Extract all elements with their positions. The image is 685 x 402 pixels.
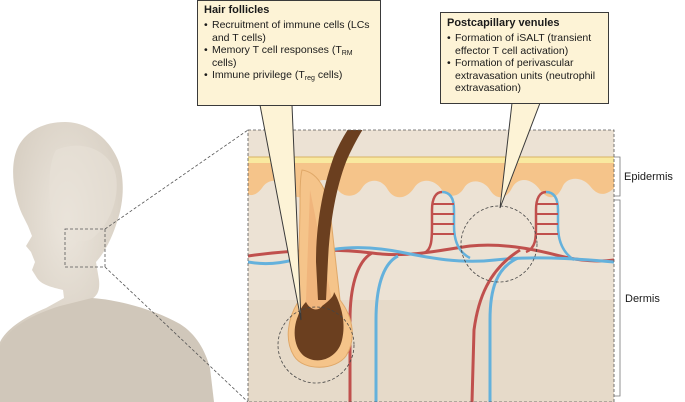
hair-follicles-title: Hair follicles bbox=[204, 4, 270, 16]
epidermis-bracket bbox=[614, 156, 621, 197]
venule-callout-pointer bbox=[499, 102, 541, 209]
capillary-loop-right-venous bbox=[545, 190, 575, 262]
zoom-region bbox=[64, 228, 106, 268]
vein-descending-left bbox=[374, 254, 399, 402]
vein-descending-right bbox=[488, 256, 519, 402]
hair-follicles-item: Recruitment of immune cells (LCs and T c… bbox=[204, 19, 374, 44]
stratum-corneum bbox=[248, 157, 614, 165]
epidermis-label: Epidermis bbox=[624, 171, 673, 183]
hair-follicles-item: Memory T cell responses (TRM cells) bbox=[204, 44, 374, 69]
hair-shaft bbox=[316, 130, 363, 300]
skin-panel-frame bbox=[247, 129, 615, 402]
postcapillary-venules-title: Postcapillary venules bbox=[447, 17, 560, 29]
zoom-line-top bbox=[104, 129, 249, 230]
artery-descending-right bbox=[470, 248, 521, 402]
hair-follicles-item: Immune privilege (Treg cells) bbox=[204, 69, 374, 82]
capillary-loop-right-arterial bbox=[525, 190, 547, 254]
shoulder-silhouette bbox=[0, 298, 214, 402]
dermis-bracket bbox=[614, 199, 621, 397]
postcapillary-venules-list: Formation of iSALT (transient effector T… bbox=[447, 32, 602, 95]
hair-follicles-callout: Hair follicles Recruitment of immune cel… bbox=[197, 0, 381, 106]
postcapillary-venules-callout: Postcapillary venules Formation of iSALT… bbox=[440, 12, 609, 104]
postcapillary-venules-item: Formation of perivascular extravasation … bbox=[447, 57, 602, 95]
capillary-loop-left-venous bbox=[441, 190, 471, 260]
capillary-loop-left-arterial bbox=[423, 190, 443, 255]
zoom-line-bottom bbox=[104, 266, 249, 402]
hair-bulb bbox=[294, 292, 344, 361]
venule-region bbox=[460, 205, 538, 283]
head-highlight bbox=[49, 145, 117, 242]
hair-callout-pointer bbox=[259, 104, 302, 321]
dermis-label: Dermis bbox=[625, 293, 660, 305]
postcapillary-venules-item: Formation of iSALT (transient effector T… bbox=[447, 32, 602, 57]
hair-follicle-region bbox=[277, 306, 355, 384]
hair-follicles-list: Recruitment of immune cells (LCs and T c… bbox=[204, 19, 374, 82]
